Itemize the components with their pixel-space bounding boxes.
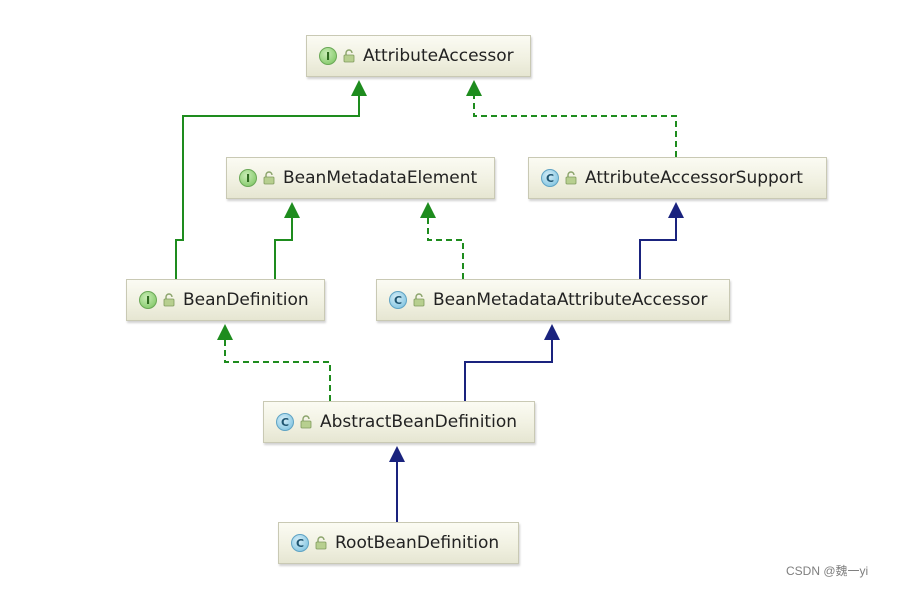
node-label: AttributeAccessorSupport xyxy=(585,168,803,188)
unlocked-icon xyxy=(163,293,175,307)
arrowhead-attribute-accessor-support-to-attribute-accessor xyxy=(466,80,482,96)
interface-badge-icon: I xyxy=(319,47,337,65)
unlocked-icon xyxy=(300,415,312,429)
arrowhead-root-bean-definition-to-abstract-bean-definition xyxy=(389,446,405,462)
watermark: CSDN @魏一yi xyxy=(786,564,869,578)
edge-bean-definition-to-attribute-accessor xyxy=(175,94,360,279)
class-badge-icon: C xyxy=(291,534,309,552)
arrowhead-bean-metadata-attribute-accessor-to-attribute-accessor-support xyxy=(668,202,684,218)
node-attribute-accessor-support[interactable]: C AttributeAccessorSupport xyxy=(528,157,827,199)
unlocked-icon xyxy=(565,171,577,185)
node-bean-metadata-element[interactable]: I BeanMetadataElement xyxy=(226,157,495,199)
edge-abstract-bean-definition-to-bean-metadata-attribute-accessor xyxy=(464,338,553,401)
unlocked-icon xyxy=(413,293,425,307)
arrowhead-bean-definition-to-attribute-accessor xyxy=(351,80,367,96)
node-bean-definition[interactable]: I BeanDefinition xyxy=(126,279,325,321)
node-abstract-bean-definition[interactable]: C AbstractBeanDefinition xyxy=(263,401,535,443)
node-label: BeanMetadataAttributeAccessor xyxy=(433,290,708,310)
arrowhead-bean-metadata-attribute-accessor-to-bean-metadata-element xyxy=(420,202,436,218)
node-label: AbstractBeanDefinition xyxy=(320,412,517,432)
class-badge-icon: C xyxy=(541,169,559,187)
edge-abstract-bean-definition-to-bean-definition xyxy=(224,338,331,401)
node-label: BeanDefinition xyxy=(183,290,309,310)
node-label: RootBeanDefinition xyxy=(335,533,500,553)
node-bean-metadata-attribute-accessor[interactable]: C BeanMetadataAttributeAccessor xyxy=(376,279,730,321)
edge-bean-definition-to-bean-metadata-element xyxy=(274,216,293,279)
unlocked-icon xyxy=(263,171,275,185)
node-root-bean-definition[interactable]: C RootBeanDefinition xyxy=(278,522,519,564)
node-label: BeanMetadataElement xyxy=(283,168,478,188)
node-label: AttributeAccessor xyxy=(363,46,514,66)
arrowhead-abstract-bean-definition-to-bean-definition xyxy=(217,324,233,340)
arrowhead-abstract-bean-definition-to-bean-metadata-attribute-accessor xyxy=(544,324,560,340)
edge-attribute-accessor-support-to-attribute-accessor xyxy=(473,94,677,157)
edge-bean-metadata-attribute-accessor-to-attribute-accessor-support xyxy=(639,216,677,279)
edge-bean-metadata-attribute-accessor-to-bean-metadata-element xyxy=(427,216,464,279)
class-badge-icon: C xyxy=(389,291,407,309)
interface-badge-icon: I xyxy=(239,169,257,187)
node-attribute-accessor[interactable]: I AttributeAccessor xyxy=(306,35,531,77)
unlocked-icon xyxy=(315,536,327,550)
arrowhead-bean-definition-to-bean-metadata-element xyxy=(284,202,300,218)
interface-badge-icon: I xyxy=(139,291,157,309)
class-badge-icon: C xyxy=(276,413,294,431)
unlocked-icon xyxy=(343,49,355,63)
